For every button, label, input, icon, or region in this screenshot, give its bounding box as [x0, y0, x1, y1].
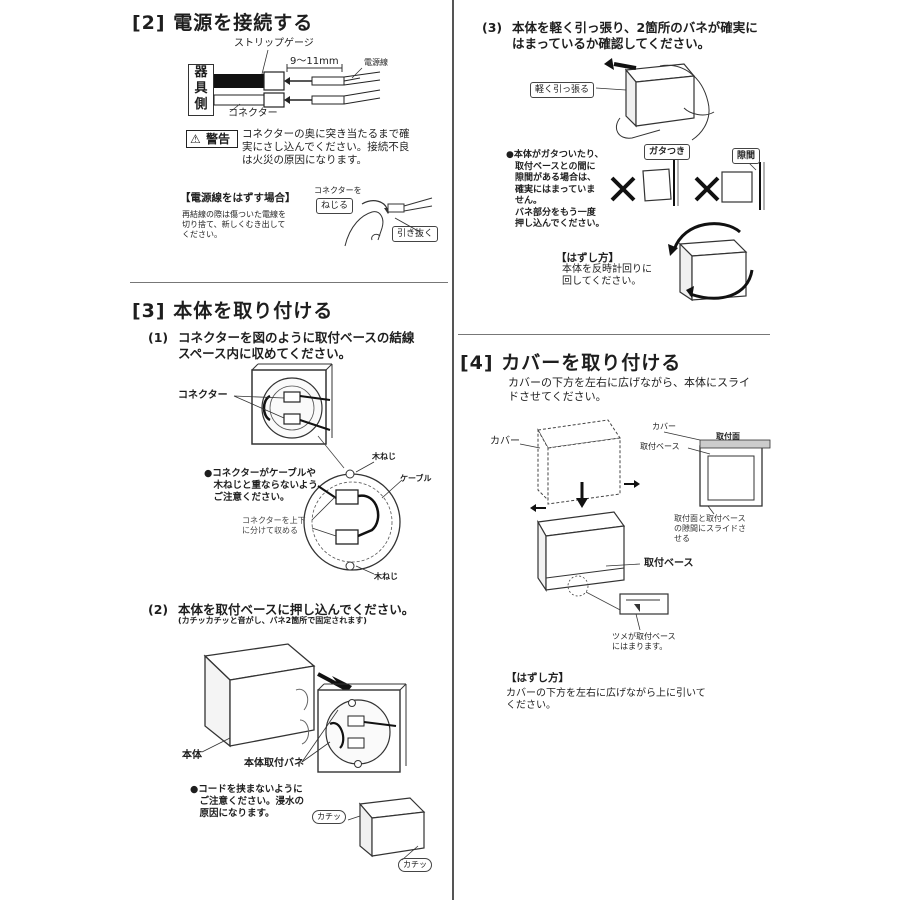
step-3: (3) 本体を軽く引っ張り、2箇所のバネが確実に はまっているか確認してください…	[482, 20, 842, 54]
fixture-side-char-3: 側	[194, 97, 208, 112]
cover-remove-title: 【はずし方】	[506, 672, 569, 684]
slide-note: 取付面と取付ベース の隙間にスライドさ せる	[674, 514, 746, 543]
fixture-side-char-1: 器	[194, 65, 208, 80]
cover-side-callout: カバー	[652, 422, 676, 431]
step-2-subtext: (カチッカチッと音がし、バネ2箇所で固定されます)	[178, 616, 367, 625]
length-label: 9〜11mm	[290, 56, 339, 67]
fixture-side-box: 器 具 側	[188, 64, 214, 116]
fixture-side-char-2: 具	[194, 81, 208, 96]
section-4-intro: カバーの下方を左右に広げながら、本体にスライ ドさせてください。	[508, 376, 750, 403]
step-1-number: (1)	[148, 330, 169, 345]
warning-label: 警告	[206, 132, 231, 146]
body-callout: 本体	[182, 750, 202, 761]
connector-label: コネクター	[228, 108, 278, 119]
loose-body-note: ●本体がガタついたり、 取付ベースとの間に 隙間がある場合は、 確実にはまってい…	[506, 150, 605, 229]
power-wire-label: 電源線	[364, 58, 388, 67]
cover-callout: カバー	[490, 436, 520, 447]
step-1-text: コネクターを図のように取付ベースの結線 スペース内に収めてください。	[178, 330, 415, 361]
split-connector-note: コネクターを上下 に分けて収める	[242, 516, 306, 535]
mount-base-callout-2: 取付ベース	[644, 558, 694, 569]
rattle-label: ガタつき	[644, 144, 691, 160]
remove-wire-title: 【電源線をはずす場合】	[180, 192, 296, 204]
claw-note: ツメが取付ベース にはまります。	[612, 632, 676, 651]
cord-caution: ●コードを挟まないように ご注意ください。浸水の 原因になります。	[190, 784, 305, 819]
step-1: (1) コネクターを図のように取付ベースの結線 スペース内に収めてください。	[148, 330, 508, 364]
step-2: (2) 本体を取付ベースに押し込んでください。	[148, 602, 508, 618]
connector-callout: コネクター	[178, 390, 228, 401]
cover-remove-text: カバーの下方を左右に広げながら上に引いて ください。	[506, 688, 706, 711]
spring-callout: 本体取付バネ	[244, 758, 304, 769]
column-divider	[452, 0, 454, 900]
click-bubble-1: カチッ	[312, 810, 346, 824]
warning-triangle-icon: ⚠	[190, 132, 201, 146]
gap-label: 隙間	[732, 148, 761, 164]
step-2-number: (2)	[148, 602, 169, 617]
pull-label: 引き抜く	[392, 226, 439, 242]
strip-gauge-label: ストリップゲージ	[234, 38, 314, 49]
mount-surface-label: 取付面	[716, 432, 740, 441]
connector-wo-label: コネクターを	[314, 186, 362, 195]
overlap-caution: ●コネクターがケーブルや 木ねじと重ならないよう ご注意ください。	[204, 468, 318, 503]
twist-label: ねじる	[316, 198, 354, 214]
cable-callout: ケーブル	[400, 474, 432, 483]
wood-screw-top-callout: 木ねじ	[372, 452, 396, 461]
body-remove-text: 本体を反時計回りに 回してください。	[562, 264, 652, 287]
wood-screw-bottom-callout: 木ねじ	[374, 572, 398, 581]
warning-badge: ⚠ 警告	[186, 130, 238, 148]
section-4-title: [4] カバーを取り付ける	[460, 352, 682, 374]
click-bubble-2: カチッ	[398, 858, 432, 872]
section-3-title: [3] 本体を取り付ける	[132, 300, 334, 322]
step-3-number: (3)	[482, 20, 503, 35]
remove-wire-text: 再結線の際は傷ついた電線を 切り捨て、新しくむき出して ください。	[182, 210, 286, 239]
section-2-title: [2] 電源を接続する	[132, 12, 314, 34]
section-divider-right	[458, 334, 770, 335]
pull-lightly-label: 軽く引っ張る	[530, 82, 595, 98]
step-2-text: 本体を取付ベースに押し込んでください。	[178, 602, 415, 617]
body-remove-title: 【はずし方】	[556, 252, 619, 264]
section-divider-left	[130, 282, 448, 283]
step-3-text: 本体を軽く引っ張り、2箇所のバネが確実に はまっているか確認してください。	[512, 20, 758, 51]
mount-base-callout: 取付ベース	[640, 442, 680, 451]
warning-text: コネクターの奥に突き当たるまで確 実にさし込んでください。接続不良 は火災の原因…	[242, 128, 410, 166]
